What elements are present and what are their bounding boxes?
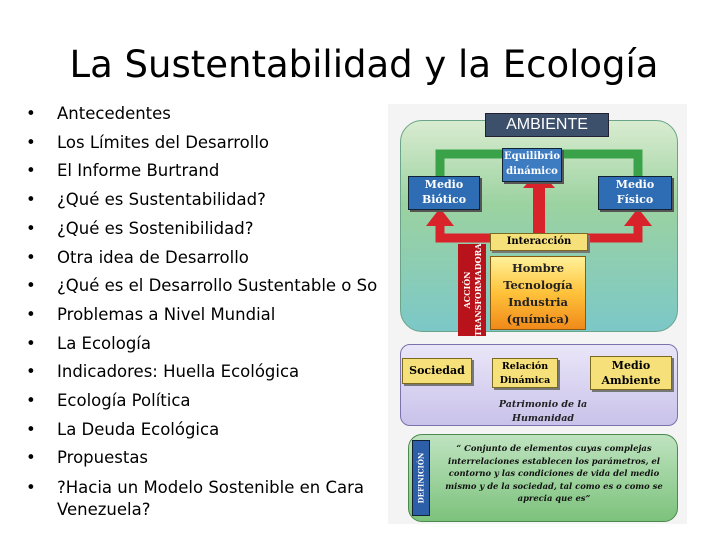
medio-biotico-line2: Biótico: [421, 193, 467, 206]
relacion-line2: Dinámica: [499, 375, 551, 386]
accion-label: ACCIÓN TRANSFORMADORA: [458, 243, 486, 337]
accion-line2: TRANSFORMADORA: [473, 243, 483, 337]
bullet-icon: •: [26, 276, 36, 296]
bullet-text: Antecedentes: [57, 104, 171, 123]
bullet-text: Ecología Política: [57, 391, 191, 411]
bullet-text: ¿Qué es Sustentabilidad?: [57, 190, 266, 210]
bullet-text: Los Límites del Desarrollo: [57, 132, 270, 152]
interaccion-box: Interacción: [490, 233, 588, 251]
list-item: • Otra idea de Desarrollo: [26, 244, 384, 273]
bullet-text: Problemas a Nivel Mundial: [57, 304, 276, 324]
list-item: • Indicadores: Huella Ecológica: [26, 358, 384, 387]
hombre-box: Hombre Tecnología Industria (química): [490, 256, 586, 330]
slide-title: La Sustentabilidad y la Ecología: [69, 43, 659, 86]
environment-diagram: AMBIENTE Equilibrio dinámico Medio Bióti…: [388, 104, 687, 524]
bullet-text: Propuestas: [57, 448, 149, 468]
bullet-icon: •: [26, 247, 36, 267]
bullet-list: • Antecedentes • Los Límites del Desarroll…: [26, 100, 384, 521]
equilibrio-line1: Equilibrio: [503, 151, 560, 162]
medio-biotico-line1: Medio: [424, 178, 464, 191]
bullet-text: El Informe Burtrand: [57, 161, 220, 181]
list-item: • ?Hacia un Modelo Sostenible en Cara Ven…: [26, 473, 384, 521]
ambiente-label: AMBIENTE: [485, 113, 609, 137]
list-item: • La Ecología: [26, 330, 384, 359]
bullet-icon: •: [26, 333, 36, 353]
equilibrio-box: Equilibrio dinámico: [502, 148, 562, 182]
medio-fisico-line2: Físico: [616, 193, 654, 206]
definicion-label: DEFINICIÓN: [412, 440, 430, 516]
hombre-line4: (química): [506, 312, 570, 326]
bullet-icon: •: [26, 304, 36, 324]
bullet-text: ?Hacia un Modelo Sostenible en Cara Vene…: [57, 478, 364, 520]
bullet-icon: •: [26, 132, 36, 152]
bullet-text: Indicadores: Huella Ecológica: [57, 362, 300, 382]
bullet-icon: •: [26, 478, 36, 498]
patrimonio-line1: Patrimonio de la: [498, 399, 588, 410]
relacion-line1: Relación: [501, 361, 549, 372]
bullet-text: ¿Qué es el Desarrollo Sustentable o So: [57, 276, 378, 296]
bullet-text: Otra idea de Desarrollo: [57, 247, 249, 267]
bullet-icon: •: [26, 419, 36, 439]
equilibrio-line2: dinámico: [506, 166, 558, 177]
hombre-line2: Tecnología: [503, 278, 573, 292]
list-item: • ¿Qué es Sostenibilidad?: [26, 215, 384, 244]
relacion-box: Relación Dinámica: [492, 358, 558, 388]
list-item: • La Deuda Ecológica: [26, 416, 384, 445]
bullet-icon: •: [26, 362, 36, 382]
medio-ambiente-box: Medio Ambiente: [590, 356, 672, 390]
medio-ambiente-line2: Ambiente: [601, 374, 661, 387]
accion-line1: ACCIÓN: [462, 271, 472, 309]
list-item: • El Informe Burtrand: [26, 157, 384, 186]
bullet-text: La Ecología: [57, 333, 151, 353]
bullet-icon: •: [26, 448, 36, 468]
medio-biotico-box: Medio Biótico: [408, 176, 480, 210]
bullet-icon: •: [26, 161, 36, 181]
bullet-text: ¿Qué es Sostenibilidad?: [57, 218, 254, 238]
list-item: • Ecología Política: [26, 387, 384, 416]
bullet-text: La Deuda Ecológica: [57, 419, 220, 439]
patrimonio-label: Patrimonio de la Humanidad: [468, 398, 618, 426]
hombre-line1: Hombre: [511, 261, 565, 275]
medio-fisico-box: Medio Físico: [598, 176, 672, 210]
definition-quote: “ Conjunto de elementos cuyas complejas …: [445, 443, 663, 503]
definicion-panel: [408, 434, 678, 522]
bullet-icon: •: [26, 104, 36, 123]
list-item: • ¿Qué es Sustentabilidad?: [26, 186, 384, 215]
bullet-icon: •: [26, 391, 36, 411]
list-item: • Los Límites del Desarrollo: [26, 129, 384, 158]
list-item: • Antecedentes: [26, 100, 384, 129]
medio-fisico-line1: Medio: [615, 178, 655, 191]
list-item: • Propuestas: [26, 444, 384, 473]
sociedad-box: Sociedad: [402, 358, 472, 384]
patrimonio-line2: Humanidad: [511, 413, 575, 424]
definicion-text: DEFINICIÓN: [416, 452, 426, 504]
list-item: • ¿Qué es el Desarrollo Sustentable o So: [26, 272, 384, 301]
bullet-icon: •: [26, 218, 36, 238]
hombre-line3: Industria: [508, 295, 568, 309]
medio-ambiente-line1: Medio: [611, 359, 651, 372]
list-item: • Problemas a Nivel Mundial: [26, 301, 384, 330]
bullet-icon: •: [26, 190, 36, 210]
